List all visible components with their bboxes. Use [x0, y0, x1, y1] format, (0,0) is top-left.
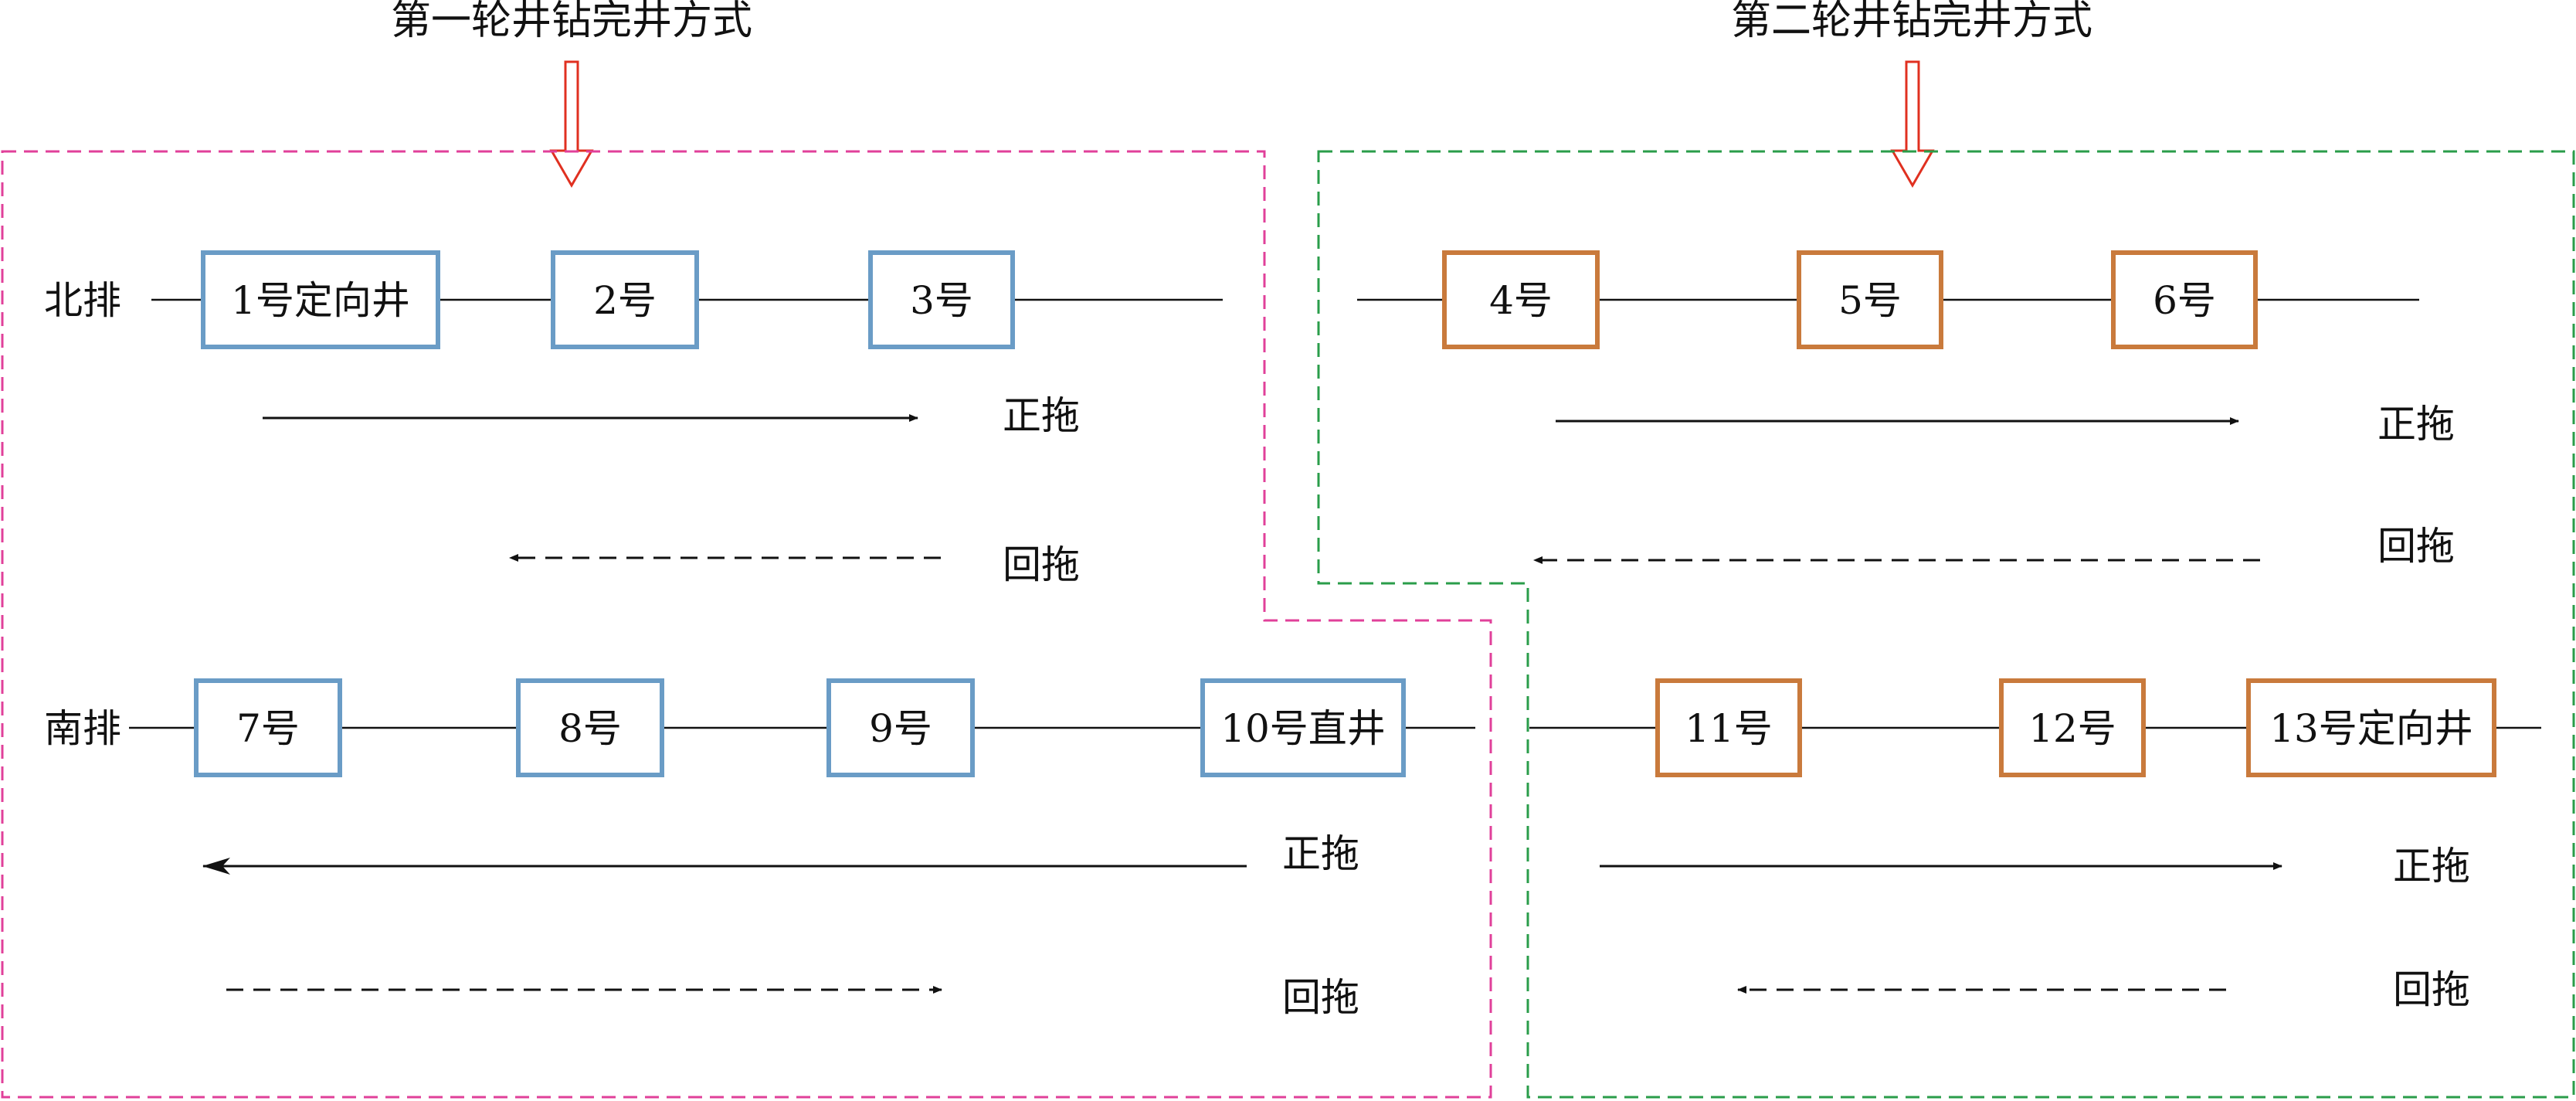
well-label-2: 2号	[593, 278, 657, 323]
well-box-3	[868, 250, 1015, 349]
well-label-6: 6号	[2153, 278, 2216, 323]
well-label-12: 12号	[2028, 706, 2116, 751]
well-label-13: 13号定向井	[2269, 706, 2473, 751]
well-label-1: 1号定向井	[231, 278, 410, 323]
well-box-9	[826, 678, 975, 777]
well-label-8: 8号	[558, 706, 622, 751]
well-box-8	[516, 678, 664, 777]
well-label-11: 11号	[1685, 706, 1773, 751]
well-box-6	[2111, 250, 2258, 349]
well-box-10	[1200, 678, 1406, 777]
well-label-9: 9号	[869, 706, 932, 751]
well-box-5	[1797, 250, 1943, 349]
well-label-10: 10号直井	[1220, 706, 1386, 751]
south-right-forward-label: 正拖	[2393, 844, 2470, 889]
well-label-3: 3号	[910, 278, 973, 323]
north-row-label: 北排	[44, 278, 121, 323]
well-box-1	[201, 250, 440, 349]
well-box-12	[1999, 678, 2146, 777]
south-left-forward-label: 正拖	[1282, 831, 1359, 876]
north-right-forward-label: 正拖	[2377, 402, 2455, 447]
well-box-4	[1442, 250, 1600, 349]
north-right-back-label: 回拖	[2377, 524, 2455, 569]
well-box-7	[194, 678, 342, 777]
well-box-11	[1655, 678, 1802, 777]
south-left-back-label: 回拖	[1282, 975, 1359, 1020]
round2-pointer-arrow-icon	[1890, 60, 1935, 188]
well-label-7: 7号	[236, 706, 300, 751]
round2-region-border	[1317, 150, 2575, 1099]
round1-pointer-arrow-icon	[549, 60, 594, 188]
round1-title: 第一轮井钻完井方式	[391, 0, 752, 44]
south-row-label: 南排	[44, 706, 121, 751]
well-label-5: 5号	[1838, 278, 1902, 323]
south-right-back-label: 回拖	[2393, 967, 2470, 1012]
well-box-2	[551, 250, 699, 349]
north-left-back-label: 回拖	[1003, 542, 1080, 587]
well-box-13	[2246, 678, 2496, 777]
round2-title: 第二轮井钻完井方式	[1731, 0, 2092, 44]
north-left-forward-label: 正拖	[1003, 393, 1080, 438]
well-label-4: 4号	[1489, 278, 1553, 323]
round1-region-border	[1, 150, 1492, 1099]
